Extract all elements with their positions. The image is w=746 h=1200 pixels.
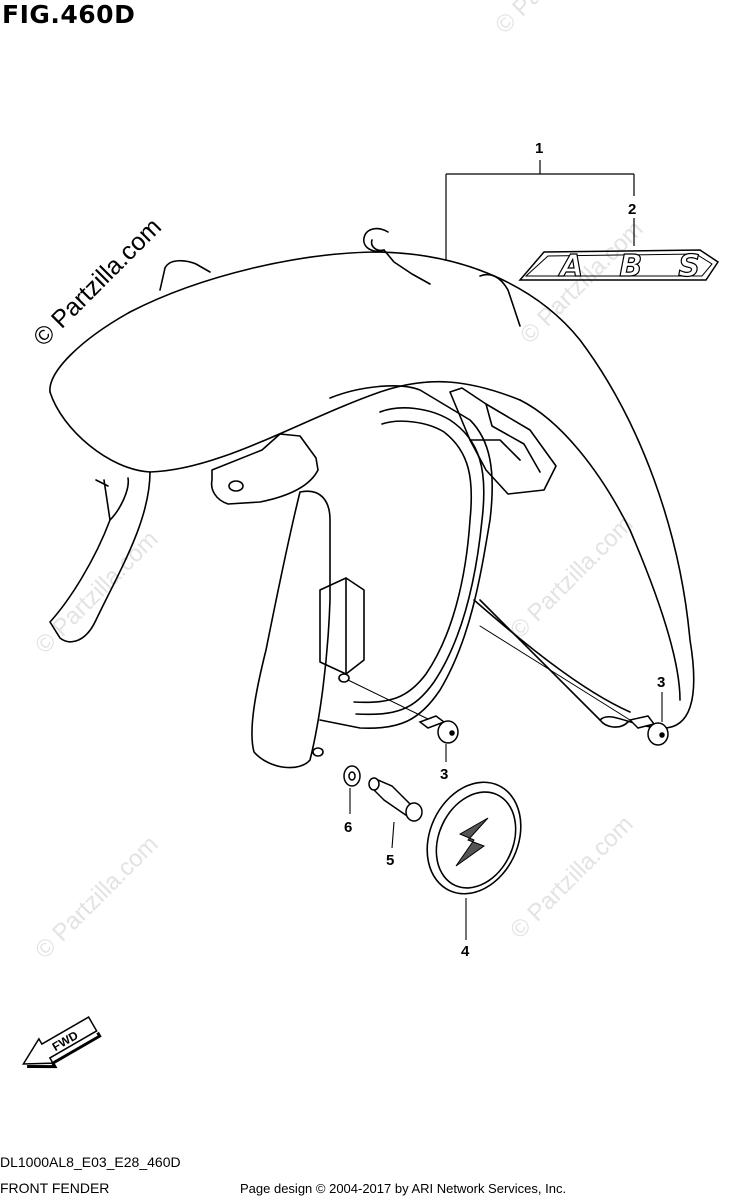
figure-title: FIG.460D bbox=[2, 0, 136, 29]
callout-bracket-1 bbox=[445, 160, 635, 260]
abs-decal: ABS bbox=[518, 248, 720, 285]
collar-5 bbox=[368, 777, 423, 822]
callout-5: 5 bbox=[386, 852, 394, 869]
figure-name: FRONT FENDER bbox=[0, 1180, 110, 1196]
abs-decal-text: ABS bbox=[558, 249, 700, 284]
fender-clip bbox=[363, 227, 431, 285]
figure-code: DL1000AL8_E03_E28_460D bbox=[0, 1154, 181, 1170]
front-fender-shell bbox=[49, 251, 695, 729]
callout-3: 3 bbox=[657, 674, 665, 691]
bracket-right bbox=[449, 387, 557, 495]
fender-inner-panel bbox=[319, 385, 493, 730]
callout-leaders bbox=[349, 692, 663, 940]
callout-3: 3 bbox=[440, 766, 448, 783]
callout-4: 4 bbox=[461, 943, 470, 960]
page-credit: Page design © 2004-2017 by ARI Network S… bbox=[240, 1181, 567, 1196]
callout-2: 2 bbox=[628, 201, 636, 218]
cap-4 bbox=[426, 781, 522, 895]
washer-6 bbox=[343, 765, 361, 787]
fender-stay bbox=[251, 490, 331, 769]
callout-6: 6 bbox=[344, 819, 352, 836]
bracket-left bbox=[210, 433, 319, 505]
bolt-3-left bbox=[418, 715, 459, 744]
fwd-arrow: FWD bbox=[21, 1016, 102, 1069]
bolt-3-right bbox=[628, 715, 669, 746]
callout-1: 1 bbox=[535, 140, 543, 157]
